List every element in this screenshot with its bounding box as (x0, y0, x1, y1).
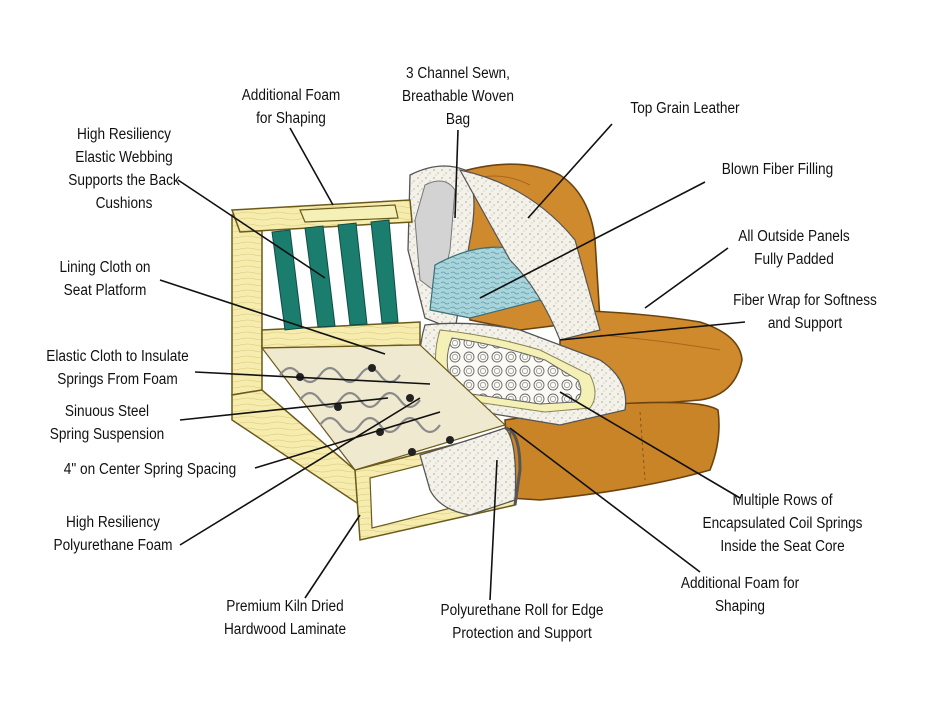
label-outside-panels: All Outside Panels Fully Padded (738, 228, 850, 268)
label-channel-bag: 3 Channel Sewn, Breathable Woven Bag (402, 65, 514, 128)
label-lining-cloth: Lining Cloth on Seat Platform (59, 259, 151, 299)
label-sinuous-steel: Sinuous Steel Spring Suspension (49, 403, 165, 443)
leader-lines (159, 123, 746, 601)
label-additional-foam-back: Additional Foam for Shaping (241, 87, 341, 127)
label-coil-springs: Multiple Rows of Encapsulated Coil Sprin… (702, 492, 863, 555)
label-kiln-dried: Premium Kiln Dried Hardwood Laminate (223, 598, 347, 638)
spring-clips (296, 364, 454, 456)
label-poly-roll: Polyurethane Roll for Edge Protection an… (440, 602, 604, 642)
elastic-webbing (271, 219, 399, 331)
label-blown-fiber: Blown Fiber Filling (721, 161, 834, 178)
label-additional-foam-seat: Additional Foam for Shaping (680, 575, 800, 615)
label-elastic-webbing: High Resiliency Elastic Webbing Supports… (68, 126, 180, 212)
leather-base (504, 401, 720, 501)
label-spring-spacing: 4" on Center Spring Spacing (63, 461, 237, 478)
polyurethane-roll (419, 426, 522, 516)
label-top-grain-leather: Top Grain Leather (630, 100, 740, 117)
label-elastic-cloth: Elastic Cloth to Insulate Springs From F… (46, 348, 189, 388)
label-hr-foam: High Resiliency Polyurethane Foam (53, 514, 173, 554)
back-cushion-layers (407, 165, 601, 341)
label-fiber-wrap: Fiber Wrap for Softness and Support (733, 292, 877, 332)
